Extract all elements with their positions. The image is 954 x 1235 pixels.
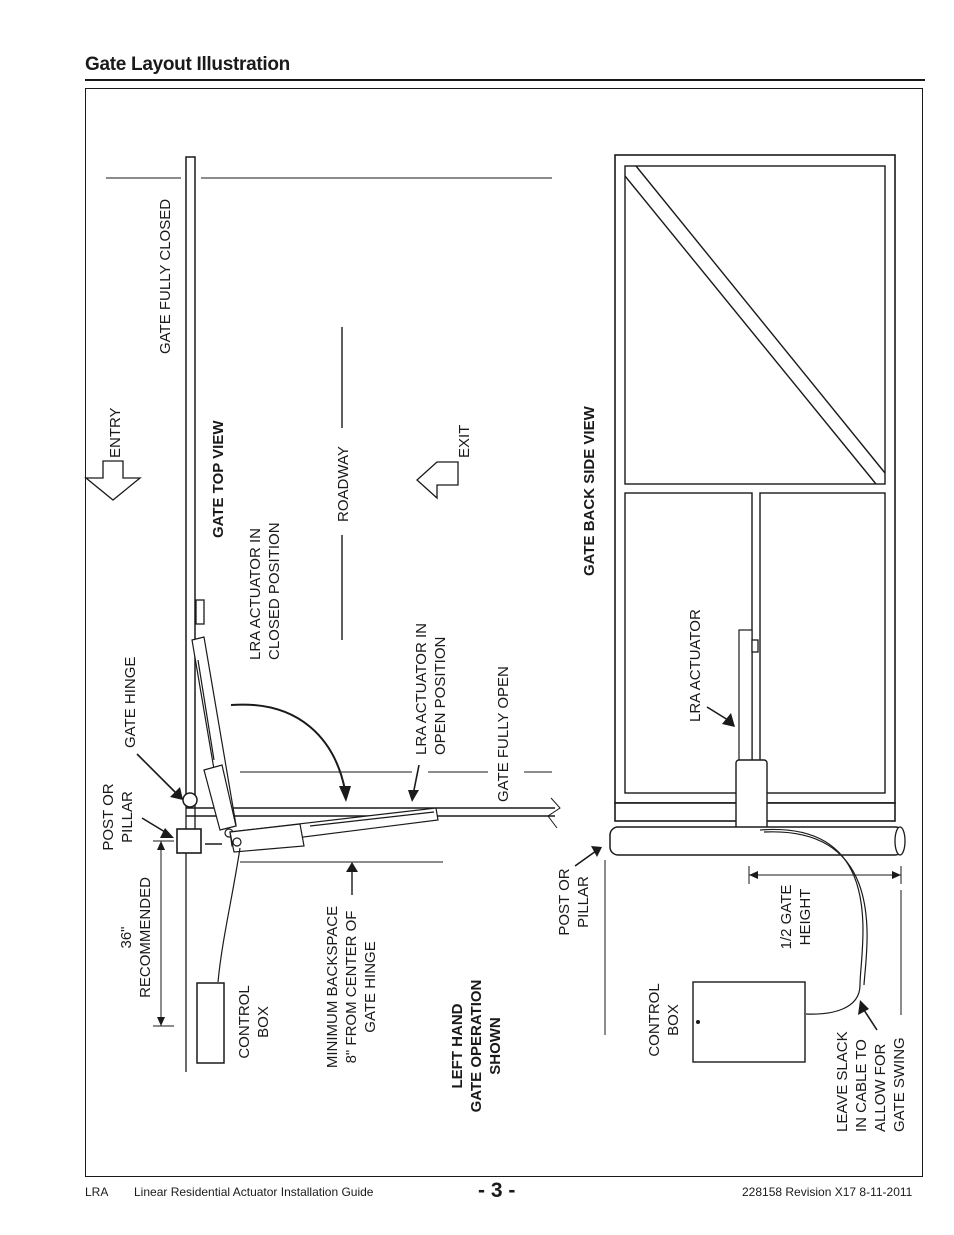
label-half-gate-line2: HEIGHT — [797, 888, 814, 946]
heading-rule — [85, 79, 925, 81]
label-post-pillar-top-line2: PILLAR — [119, 791, 136, 843]
swing-arc — [230, 703, 346, 791]
label-entry: ENTRY — [107, 407, 124, 458]
footer-revision: 228158 Revision X17 8-11-2011 — [742, 1185, 913, 1199]
label-backspace-line2: 8" FROM CENTER OF — [343, 910, 360, 1064]
post-square — [176, 828, 202, 854]
label-roadway: ROADWAY — [335, 446, 352, 522]
label-36: 36" — [118, 926, 135, 949]
page-number: - 3 - — [478, 1179, 516, 1202]
label-gate-back-side-view: GATE BACK SIDE VIEW — [581, 406, 598, 576]
control-box-side — [692, 981, 806, 1063]
label-backspace-line3: GATE HINGE — [362, 941, 379, 1033]
label-recommended: RECOMMENDED — [137, 877, 154, 998]
label-post-pillar-top: POST OR PILLAR — [99, 782, 137, 852]
actuator-open — [229, 807, 439, 853]
label-left-hand-line3: SHOWN — [487, 1017, 504, 1075]
label-lra-closed-line2: CLOSED POSITION — [266, 522, 283, 660]
label-post-pillar-top-line1: POST OR — [100, 783, 117, 851]
illustration-frame — [85, 88, 923, 1177]
label-half-gate-height: 1/2 GATE HEIGHT — [777, 879, 815, 955]
label-post-pillar-side: POST OR PILLAR — [555, 867, 593, 937]
label-left-hand-line2: GATE OPERATION — [468, 979, 485, 1113]
label-post-pillar-side-line1: POST OR — [556, 868, 573, 936]
actuator-side — [738, 629, 753, 766]
closed-gate-bar — [185, 156, 196, 803]
exit-arrow — [416, 461, 459, 500]
footer-title: Linear Residential Actuator Installation… — [134, 1185, 374, 1199]
actuator-closed — [191, 636, 237, 838]
label-lra-open-line1: LRA ACTUATOR IN — [413, 623, 430, 755]
label-control-box-top-line2: BOX — [255, 1006, 272, 1038]
label-backspace-line1: MINIMUM BACKSPACE — [324, 905, 341, 1069]
label-lra-closed: LRA ACTUATOR IN CLOSED POSITION — [246, 522, 284, 660]
label-gate-fully-open: GATE FULLY OPEN — [495, 666, 512, 802]
label-minimum-backspace: MINIMUM BACKSPACE 8" FROM CENTER OF GATE… — [323, 904, 380, 1070]
label-control-box-side-line1: CONTROL — [646, 983, 663, 1057]
label-slack-line2: IN CABLE TO — [853, 1039, 870, 1132]
entry-arrow — [84, 460, 142, 501]
label-gate-fully-closed: GATE FULLY CLOSED — [157, 198, 174, 354]
control-box-top — [196, 982, 225, 1064]
label-gate-top-view: GATE TOP VIEW — [210, 420, 227, 538]
gate-hinge-circle — [182, 792, 198, 808]
label-lra-open: LRA ACTUATOR IN OPEN POSITION — [412, 623, 450, 755]
label-slack-line3: ALLOW FOR — [872, 1043, 889, 1132]
label-gate-hinge: GATE HINGE — [122, 656, 139, 748]
label-post-pillar-side-line2: PILLAR — [575, 876, 592, 928]
gate-top-view-drawing — [84, 156, 561, 1072]
label-control-box-side: CONTROL BOX — [645, 982, 683, 1058]
gate-diagonal-brace — [624, 175, 877, 485]
label-half-gate-line1: 1/2 GATE — [778, 884, 795, 950]
gate-back-side-view-drawing — [574, 154, 906, 1063]
post-cylinder — [609, 826, 904, 856]
label-leave-slack: LEAVE SLACK IN CABLE TO ALLOW FOR GATE S… — [833, 1031, 909, 1132]
label-slack-line4: GATE SWING — [891, 1037, 908, 1132]
label-lra-actuator: LRA ACTUATOR — [687, 609, 704, 722]
cable-side — [759, 828, 864, 1015]
label-left-hand-operation: LEFT HAND GATE OPERATION SHOWN — [448, 975, 505, 1117]
label-lra-open-line2: OPEN POSITION — [432, 636, 449, 755]
cable-top — [217, 847, 241, 983]
footer-code: LRA — [85, 1185, 109, 1199]
label-control-box-top-line1: CONTROL — [236, 985, 253, 1059]
section-heading: Gate Layout Illustration — [85, 54, 290, 75]
gate-frame — [614, 154, 896, 804]
label-left-hand-line1: LEFT HAND — [449, 1003, 466, 1089]
label-control-box-top: CONTROL BOX — [235, 982, 273, 1062]
label-slack-line1: LEAVE SLACK — [834, 1031, 851, 1132]
label-exit: EXIT — [456, 424, 473, 458]
label-lra-closed-line1: LRA ACTUATOR IN — [247, 528, 264, 660]
label-36-recommended: 36" RECOMMENDED — [117, 875, 155, 1000]
label-control-box-side-line2: BOX — [665, 1004, 682, 1036]
break-symbol — [547, 797, 561, 829]
